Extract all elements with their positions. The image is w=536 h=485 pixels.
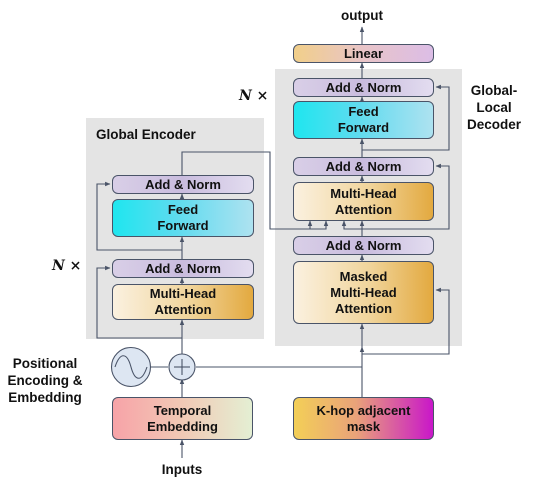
output-label: output xyxy=(341,8,383,23)
encoder-multi-head-attention: Multi-Head Attention xyxy=(112,284,254,320)
decoder-title: Global- Local Decoder xyxy=(466,83,522,132)
sine-wave-icon xyxy=(110,346,152,388)
decoder-masked-multi-head-attention: Masked Multi-Head Attention xyxy=(293,261,434,324)
decoder-add-norm-bottom: Add & Norm xyxy=(293,236,434,255)
decoder-add-norm-mid: Add & Norm xyxy=(293,157,434,176)
encoder-repeat-label: N × xyxy=(52,258,82,274)
linear-block: Linear xyxy=(293,44,434,63)
encoder-add-norm-bottom: Add & Norm xyxy=(112,259,254,278)
decoder-add-norm-top: Add & Norm xyxy=(293,78,434,97)
decoder-multi-head-attention: Multi-Head Attention xyxy=(293,182,434,221)
plus-icon xyxy=(168,353,196,381)
positional-encoding-label: Positional Encoding & Embedding xyxy=(7,356,83,405)
temporal-embedding-block: Temporal Embedding xyxy=(112,397,253,440)
encoder-feed-forward: Feed Forward xyxy=(112,199,254,237)
encoder-title: Global Encoder xyxy=(96,127,196,142)
khop-adjacent-mask-block: K-hop adjacent mask xyxy=(293,397,434,440)
decoder-repeat-label: N × xyxy=(239,88,269,104)
inputs-label: Inputs xyxy=(161,462,203,477)
decoder-feed-forward: Feed Forward xyxy=(293,101,434,139)
encoder-add-norm-top: Add & Norm xyxy=(112,175,254,194)
